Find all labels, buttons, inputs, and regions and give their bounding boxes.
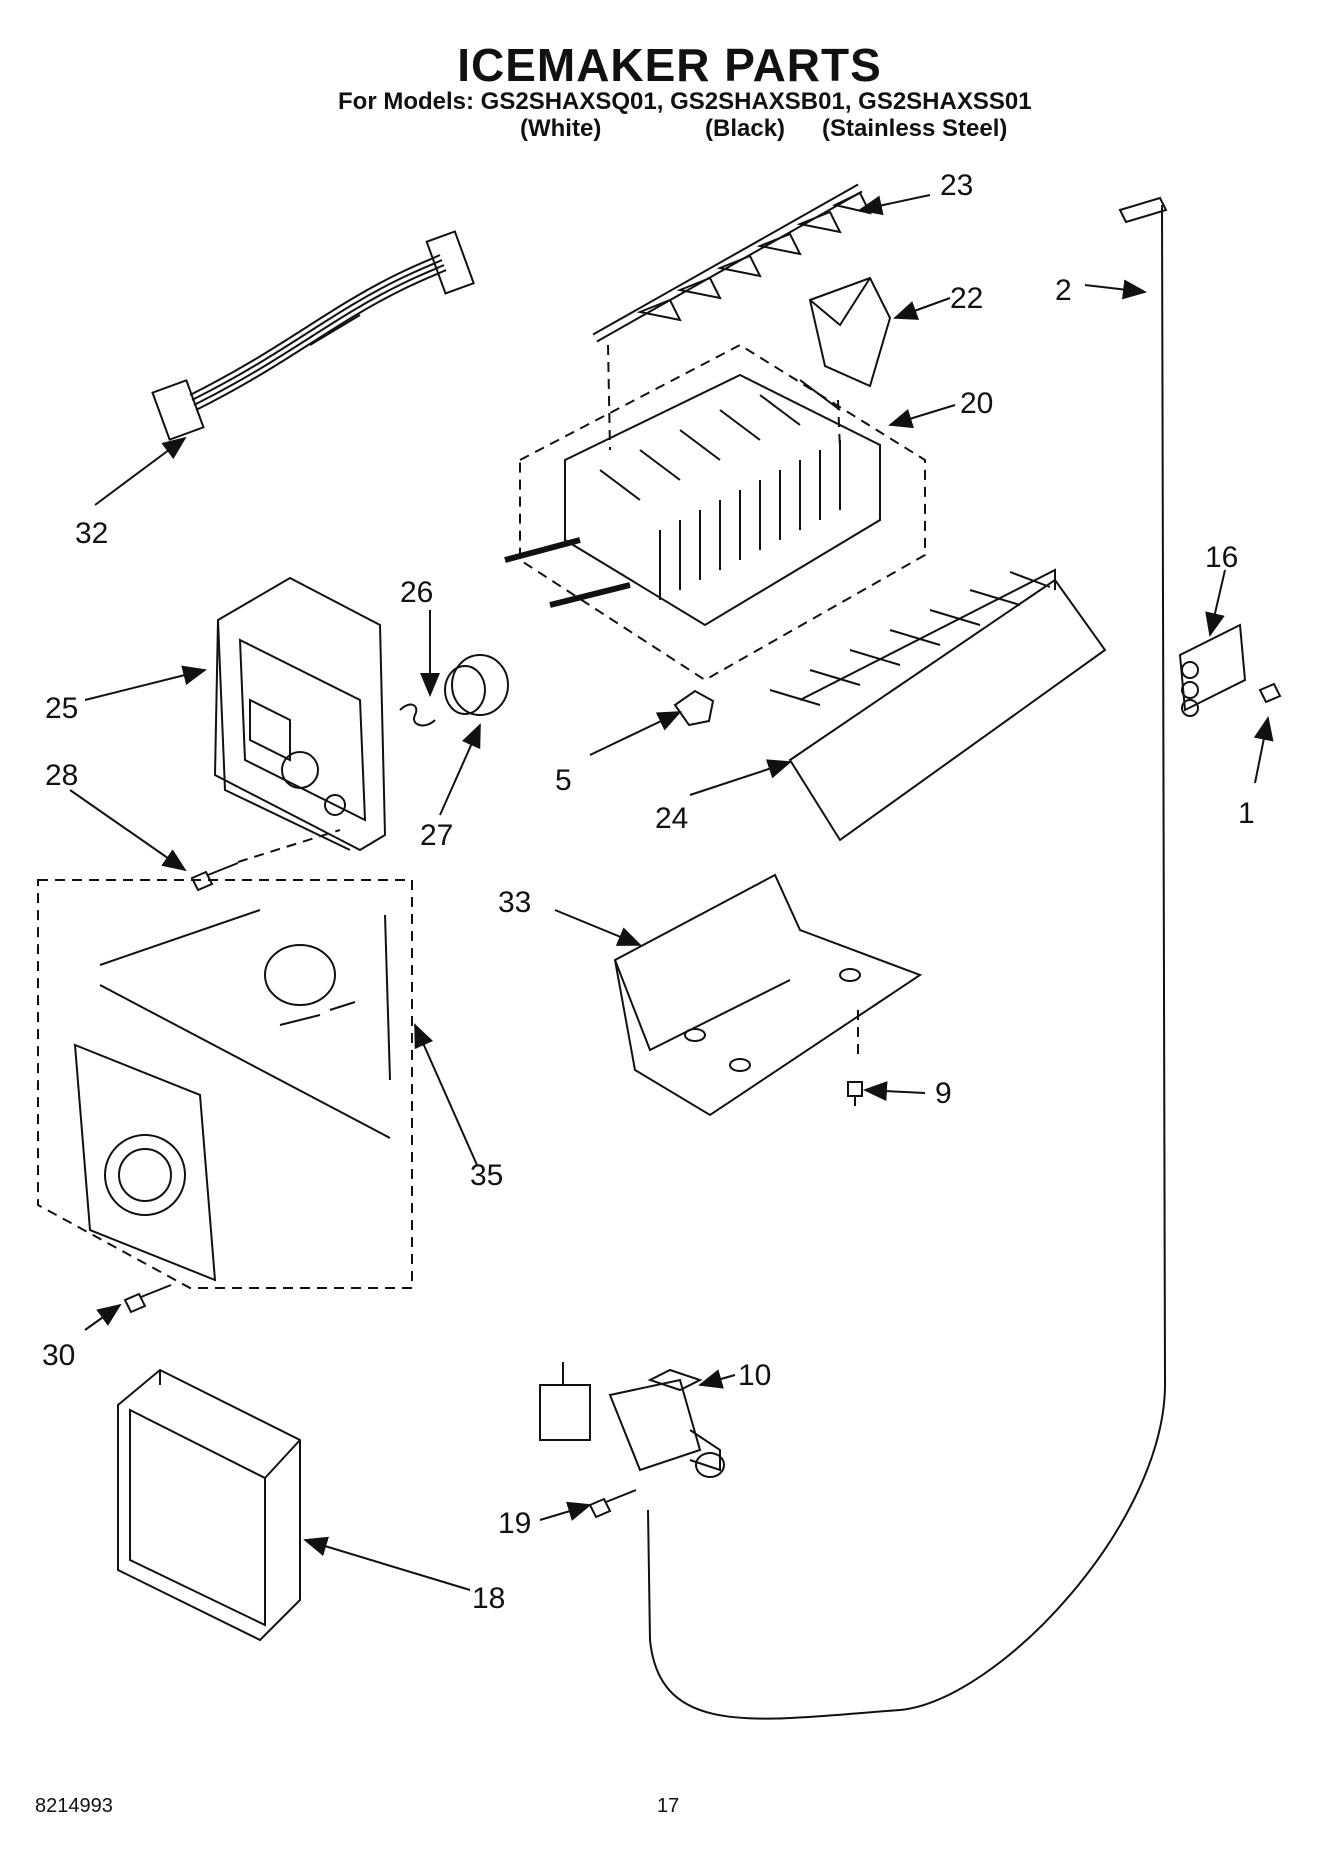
gasket-part xyxy=(117,1368,301,1642)
module-assembly-part xyxy=(37,879,413,1289)
callout-1: 1 xyxy=(1238,797,1255,830)
motor-part xyxy=(444,654,509,716)
callout-24: 24 xyxy=(655,802,688,835)
callout-32: 32 xyxy=(75,517,108,550)
screw-part xyxy=(190,862,239,892)
page-number: 17 xyxy=(657,1795,680,1817)
callout-9: 9 xyxy=(935,1077,952,1110)
spring-part xyxy=(399,703,436,727)
stripper-part xyxy=(769,568,1107,842)
shield-part xyxy=(613,873,923,1117)
callout-35: 35 xyxy=(470,1159,503,1192)
callout-27: 27 xyxy=(420,819,453,852)
callout-23: 23 xyxy=(940,169,973,202)
callout-33: 33 xyxy=(498,886,531,919)
clip-part xyxy=(673,689,715,727)
callout-25: 25 xyxy=(45,692,78,725)
callout-18: 18 xyxy=(472,1582,505,1615)
callout-26: 26 xyxy=(400,576,433,609)
callout-2: 2 xyxy=(1055,274,1072,307)
models-line: For Models: GS2SHAXSQ01, GS2SHAXSB01, GS… xyxy=(338,88,1032,115)
callout-28: 28 xyxy=(45,759,78,792)
page-title: ICEMAKER PARTS xyxy=(457,39,882,91)
variant-white: (White) xyxy=(520,115,602,142)
document-number: 8214993 xyxy=(35,1795,113,1817)
screw-part-19 xyxy=(588,1489,637,1519)
variant-black: (Black) xyxy=(705,115,786,142)
callout-22: 22 xyxy=(950,282,983,315)
screw-part-9 xyxy=(847,1081,863,1106)
fill-tube-part xyxy=(647,196,1168,1720)
water-valve-part xyxy=(539,1362,725,1478)
callout-30: 30 xyxy=(42,1339,75,1372)
ejector-shaft-part xyxy=(592,183,872,343)
screw-part-1 xyxy=(1258,682,1282,704)
wire-harness-part xyxy=(151,230,475,441)
screw-part-30 xyxy=(123,1284,172,1314)
module-housing-part xyxy=(213,576,387,852)
variant-stainless: (Stainless Steel) xyxy=(822,115,1008,142)
clamp-bracket-part xyxy=(1178,623,1247,717)
fill-cup-part xyxy=(808,276,892,388)
callout-5: 5 xyxy=(555,764,572,797)
callout-10: 10 xyxy=(738,1359,771,1392)
callout-16: 16 xyxy=(1205,541,1238,574)
callout-20: 20 xyxy=(960,387,993,420)
mold-assembly-part xyxy=(504,343,926,682)
callout-19: 19 xyxy=(498,1507,531,1540)
